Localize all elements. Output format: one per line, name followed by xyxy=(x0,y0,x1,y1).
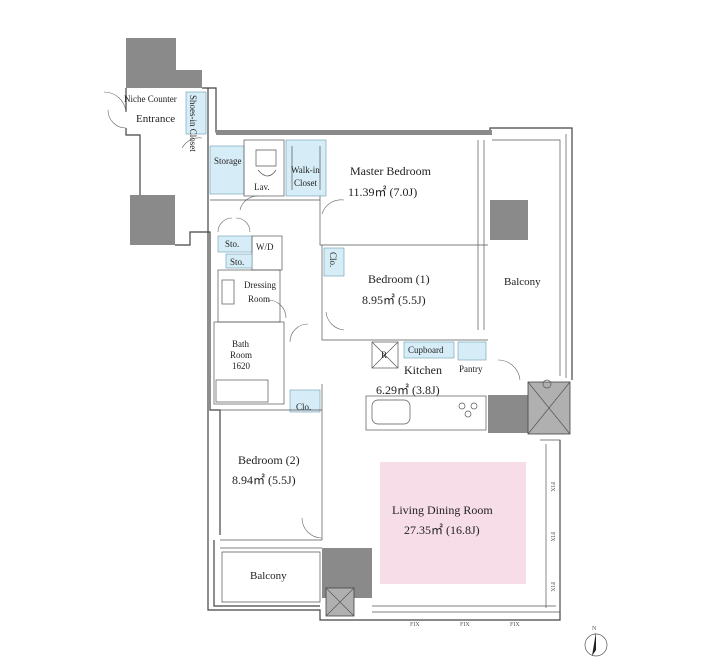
master-bedroom-label: Master Bedroom xyxy=(350,164,432,178)
entrance-area xyxy=(103,91,207,149)
shoes-in-closet-label: Shoes-in Closet xyxy=(188,95,198,152)
north-arrow xyxy=(584,632,608,657)
closet-label-2: Clo. xyxy=(296,402,311,412)
north-label: N xyxy=(592,626,597,632)
bedroom-1-area: 8.95㎡ (5.5J) xyxy=(362,293,426,307)
fix-label-3: FIX xyxy=(549,582,555,592)
living-dining-label: Living Dining Room xyxy=(392,503,493,517)
living-dining-area: 27.35㎡ (16.8J) xyxy=(404,523,480,537)
r-mark-label: R xyxy=(381,350,387,360)
balcony-right-label: Balcony xyxy=(504,276,541,288)
fix-label-5: FIX xyxy=(460,622,470,628)
sto-label-1: Sto. xyxy=(225,239,239,249)
dressing-room-label-1: Dressing xyxy=(244,280,276,290)
dressing-room-label-2: Room xyxy=(248,294,270,304)
wd-label: W/D xyxy=(256,242,274,252)
bath-room-label-1: Bath xyxy=(232,339,249,349)
bath-room-label-2: Room xyxy=(230,350,252,360)
balcony-bottom-label: Balcony xyxy=(250,570,287,582)
closet-label-1: Clo. xyxy=(328,252,338,267)
balcony-outlines xyxy=(221,134,567,603)
walk-in-closet-label-1: Walk-in xyxy=(291,165,320,175)
niche-counter-label: Niche Counter xyxy=(124,94,177,104)
bath-room-label-3: 1620 xyxy=(232,361,251,371)
lav-label: Lav. xyxy=(254,182,270,192)
cupboard-label: Cupboard xyxy=(408,345,444,355)
fix-label-6: FIX xyxy=(510,622,520,628)
storage-lav-walkin xyxy=(209,139,488,246)
fix-label-2: FIX xyxy=(549,532,555,542)
bedroom-2-area: 8.94㎡ (5.5J) xyxy=(232,473,296,487)
kitchen-label: Kitchen xyxy=(404,363,442,377)
bedroom-1-label: Bedroom (1) xyxy=(368,272,430,286)
bedroom-2-zone xyxy=(220,384,323,549)
fix-label-1: FIX xyxy=(549,482,555,492)
fix-label-4: FIX xyxy=(410,622,420,628)
kitchen-zone xyxy=(365,341,521,431)
living-zone xyxy=(372,439,561,613)
entrance-label: Entrance xyxy=(136,113,175,125)
sto-label-2: Sto. xyxy=(230,257,244,267)
bedroom-2-label: Bedroom (2) xyxy=(238,453,300,467)
storage-label: Storage xyxy=(214,156,242,166)
kitchen-area: 6.29㎡ (3.8J) xyxy=(376,383,440,397)
bedroom-1-zone xyxy=(321,140,488,341)
wet-area xyxy=(213,217,309,405)
pantry-label: Pantry xyxy=(459,364,483,374)
walk-in-closet-label-2: Closet xyxy=(294,178,318,188)
master-bedroom-area: 11.39㎡ (7.0J) xyxy=(348,185,417,199)
